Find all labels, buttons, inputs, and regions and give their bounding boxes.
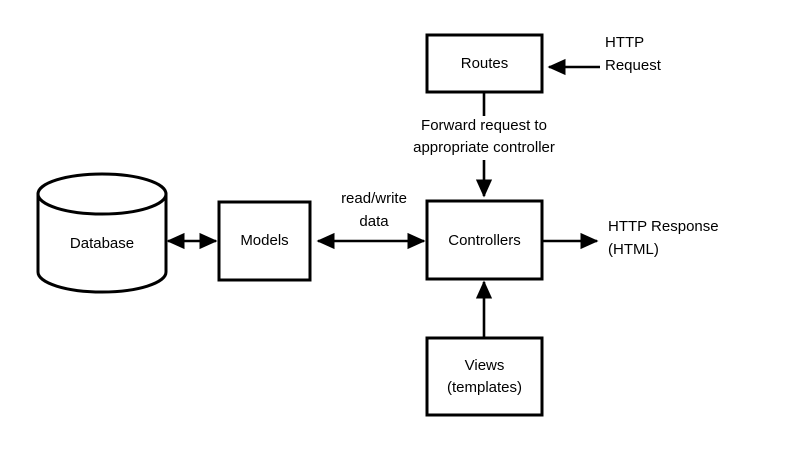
- database-label: Database: [70, 235, 134, 252]
- forward-label-backdrop: [392, 116, 576, 160]
- label-http-request: HTTP Request: [605, 34, 662, 74]
- http-response-line2: (HTML): [608, 241, 659, 258]
- node-controllers[interactable]: Controllers: [425, 199, 544, 281]
- http-request-line1: HTTP: [605, 34, 644, 51]
- forward-label-line1: Forward request to: [421, 117, 547, 134]
- controllers-label: Controllers: [448, 232, 521, 249]
- node-routes[interactable]: Routes: [425, 33, 544, 94]
- views-label-line1: Views: [465, 357, 505, 374]
- label-read-write-data: read/write data: [341, 190, 407, 230]
- read-write-line1: read/write: [341, 190, 407, 207]
- views-label-line2: (templates): [447, 379, 522, 396]
- read-write-line2: data: [359, 213, 389, 230]
- models-box: [217, 200, 312, 282]
- routes-box: [425, 33, 544, 94]
- label-forward-request: Forward request to appropriate controlle…: [392, 116, 576, 160]
- database-cylinder-body: [36, 192, 168, 294]
- views-box: [425, 336, 544, 417]
- node-database[interactable]: Database: [36, 172, 168, 294]
- forward-label-line2: appropriate controller: [413, 139, 555, 156]
- routes-label: Routes: [461, 55, 509, 72]
- http-response-line1: HTTP Response: [608, 218, 719, 235]
- models-label: Models: [240, 232, 288, 249]
- database-cylinder-top: [36, 172, 168, 216]
- node-views[interactable]: Views (templates): [425, 336, 544, 417]
- label-http-response: HTTP Response (HTML): [608, 218, 719, 258]
- http-request-line2: Request: [605, 57, 662, 74]
- node-models[interactable]: Models: [217, 200, 312, 282]
- controllers-box: [425, 199, 544, 281]
